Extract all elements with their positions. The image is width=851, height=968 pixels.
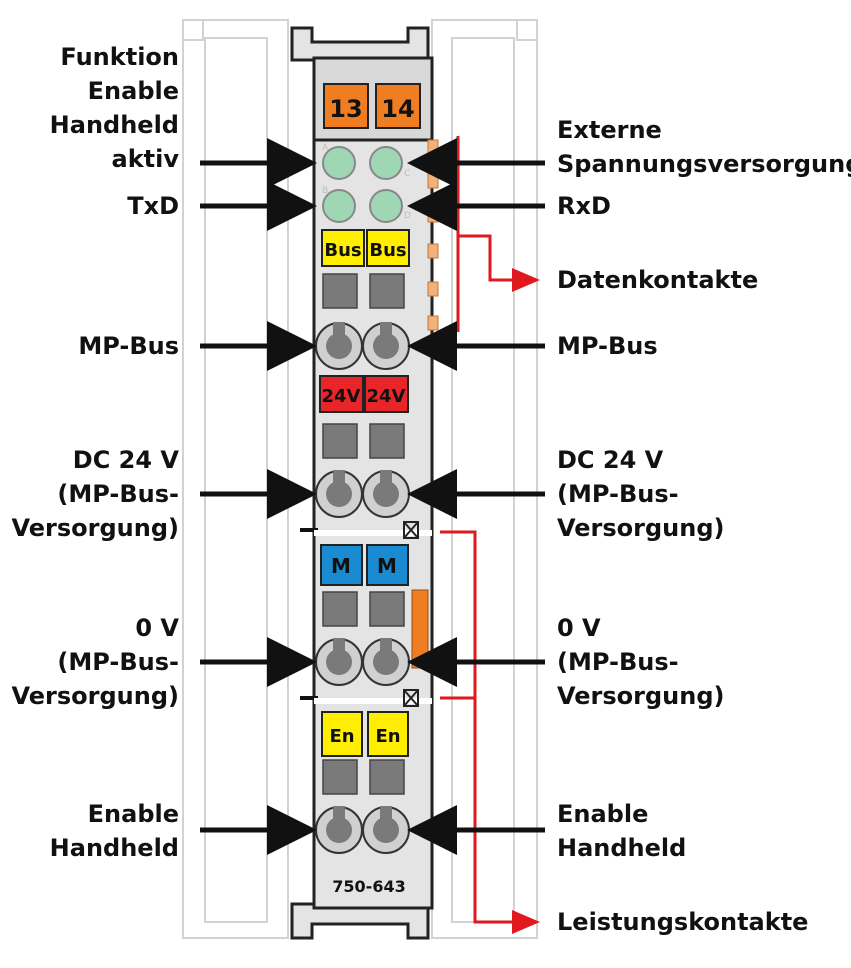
bus-label-plate-left xyxy=(321,229,365,267)
label-externe-spannung: Externe Spannungsversorgung xyxy=(557,113,851,181)
en-label-left: En xyxy=(329,726,354,747)
label-line: DC 24 V xyxy=(72,446,179,474)
v24-label-left: 24V xyxy=(322,386,361,407)
en-label-right: En xyxy=(375,726,400,747)
v24-label-right: 24V xyxy=(367,386,406,407)
label-0v-right: 0 V (MP-Bus- Versorgung) xyxy=(557,611,724,713)
label-mp-bus-left: MP-Bus xyxy=(78,332,179,360)
label-line: Handheld xyxy=(557,834,687,862)
power-contact-markers xyxy=(403,521,419,707)
m-label-left: M xyxy=(331,554,351,578)
label-line: aktiv xyxy=(111,145,180,173)
label-line: 0 V xyxy=(557,614,601,642)
label-txd: TxD xyxy=(127,192,179,220)
bus-label-plate-right xyxy=(366,229,410,267)
led-b xyxy=(322,189,356,223)
label-line: 0 V xyxy=(135,614,179,642)
clamp-inner xyxy=(326,322,399,843)
label-line: Enable xyxy=(87,800,179,828)
led-c xyxy=(369,146,403,180)
label-line: (MP-Bus- xyxy=(557,648,679,676)
label-dc24-left: DC 24 V (MP-Bus- Versorgung) xyxy=(12,443,179,545)
bus-label-right: Bus xyxy=(369,240,406,261)
label-datenkontakte: Datenkontakte xyxy=(557,266,759,294)
en-label-plate-left xyxy=(321,711,363,757)
release-buttons xyxy=(322,273,405,795)
terminal-14-text: 14 xyxy=(381,95,414,123)
label-line: Handheld xyxy=(49,834,179,862)
label-enable-right: Enable Handheld xyxy=(557,797,686,865)
label-line: Versorgung) xyxy=(557,514,725,542)
bottom-clip xyxy=(290,902,430,940)
m-label-right: M xyxy=(377,554,397,578)
v24-label-plate-right xyxy=(364,375,409,413)
label-line: Versorgung) xyxy=(11,682,179,710)
label-line: Enable xyxy=(87,77,179,105)
label-line: Versorgung) xyxy=(557,682,725,710)
bus-label-left: Bus xyxy=(324,240,361,261)
datenkontakte-arrowhead xyxy=(512,268,540,292)
led-letter-c: C xyxy=(404,169,410,179)
label-line: Enable xyxy=(557,800,649,828)
top-clip xyxy=(290,26,430,62)
label-line: (MP-Bus- xyxy=(57,480,179,508)
power-jumper xyxy=(411,589,429,669)
label-mp-bus-right: MP-Bus xyxy=(557,332,658,360)
led-letter-d: D xyxy=(404,211,411,221)
label-rxd: RxD xyxy=(557,192,611,220)
en-label-plate-right xyxy=(367,711,409,757)
leistungskontakte-arrowhead xyxy=(512,910,540,934)
led-a xyxy=(322,146,356,180)
leistungskontakte-bracket xyxy=(440,530,512,924)
m-label-plate-right xyxy=(366,544,409,586)
terminal-13-plate xyxy=(323,83,369,129)
right-arrows xyxy=(407,138,545,855)
terminal-14-plate xyxy=(375,83,421,129)
label-funktion-enable: Funktion Enable Handheld aktiv xyxy=(50,40,179,176)
segment-cut-upper xyxy=(314,530,432,536)
neighbor-module-right xyxy=(431,19,538,939)
label-line: (MP-Bus- xyxy=(57,648,179,676)
part-number: 750-643 xyxy=(332,877,405,896)
segment-cut-lower xyxy=(314,698,432,704)
label-0v-left: 0 V (MP-Bus- Versorgung) xyxy=(12,611,179,713)
label-line: (MP-Bus- xyxy=(557,480,679,508)
label-line: Funktion xyxy=(60,43,179,71)
label-line: Handheld xyxy=(49,111,179,139)
v24-label-plate-left xyxy=(319,375,364,413)
label-line: Versorgung) xyxy=(11,514,179,542)
left-arrows xyxy=(200,138,317,855)
label-enable-left: Enable Handheld xyxy=(50,797,179,865)
led-d xyxy=(369,189,403,223)
datenkontakte-bracket xyxy=(456,136,512,332)
led-letter-b: B xyxy=(322,186,328,196)
label-line: Spannungsversorgung xyxy=(557,150,851,178)
label-leistungskontakte: Leistungskontakte xyxy=(557,908,809,936)
m-label-plate-left xyxy=(320,544,363,586)
label-line: DC 24 V xyxy=(557,446,664,474)
label-line: Externe xyxy=(557,116,662,144)
led-letter-a: A xyxy=(322,143,329,153)
label-dc24-right: DC 24 V (MP-Bus- Versorgung) xyxy=(557,443,724,545)
neighbor-module-left xyxy=(182,19,289,939)
terminal-13-text: 13 xyxy=(329,95,362,123)
